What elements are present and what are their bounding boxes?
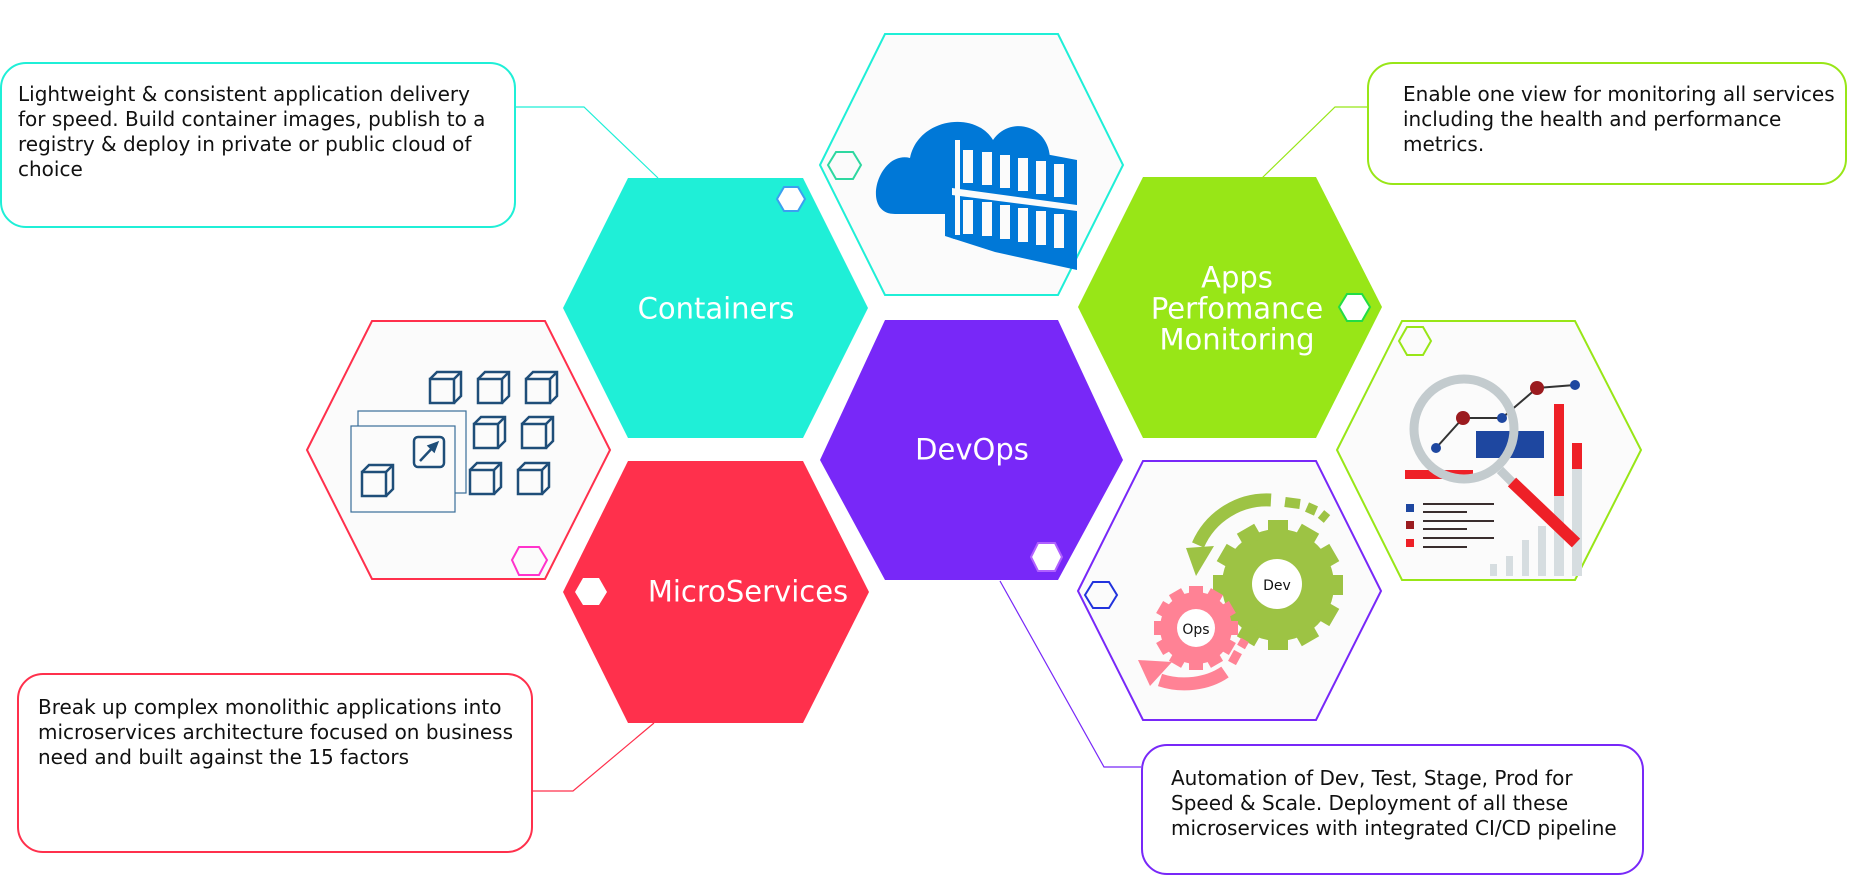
hex-containers[interactable] <box>563 178 868 438</box>
devops-label: DevOps <box>915 432 1029 467</box>
containers-label: Containers <box>637 291 795 326</box>
microservices-label: MicroServices <box>647 574 849 609</box>
hex-microservices[interactable] <box>563 461 869 723</box>
callout-microservices-text: Break up complex monolithic applications… <box>38 695 514 769</box>
small-hex-devops-icon <box>1029 542 1064 572</box>
connector-containers <box>514 106 659 179</box>
hex-apm[interactable] <box>1078 177 1382 438</box>
gear-ops-label: Ops <box>1182 622 1209 638</box>
small-hex-cloud-icon <box>826 151 863 180</box>
small-hex-monitoring-icon <box>1397 326 1433 356</box>
cloud-container-icon <box>875 121 1077 270</box>
analytics-magnifier-icon <box>1405 374 1582 576</box>
small-hex-micro-tile-icon <box>510 546 549 576</box>
callout-microservices: Break up complex monolithic applications… <box>17 673 533 853</box>
apm-label-line-3: Monitoring <box>1159 322 1315 357</box>
callout-devops-text: Automation of Dev, Test, Stage, Prod for… <box>1171 766 1617 840</box>
small-hex-apm-icon <box>1337 293 1372 322</box>
hex-devops[interactable] <box>820 320 1123 580</box>
small-hex-gears-icon <box>1083 581 1119 609</box>
callout-apm-text: Enable one view for monitoring all servi… <box>1403 82 1835 156</box>
apm-label: Apps Perfomance Monitoring <box>1150 260 1324 357</box>
connector-apm <box>1261 106 1368 179</box>
dev-ops-gears-icon: Dev Ops <box>1138 493 1367 691</box>
gear-dev-label: Dev <box>1263 578 1291 594</box>
small-hex-containers-icon <box>775 186 807 212</box>
apm-label-line-1: Apps <box>1201 260 1273 295</box>
callout-containers: Lightweight & consistent application del… <box>0 62 516 228</box>
callout-containers-text: Lightweight & consistent application del… <box>18 82 486 181</box>
callout-devops: Automation of Dev, Test, Stage, Prod for… <box>1141 744 1644 875</box>
callout-apm: Enable one view for monitoring all servi… <box>1367 62 1847 185</box>
connector-devops <box>999 580 1141 768</box>
connector-microservices <box>531 722 655 792</box>
apm-label-line-2: Perfomance <box>1150 291 1324 326</box>
microservices-cubes-icon <box>350 370 559 513</box>
small-hex-microservices-icon <box>575 578 607 605</box>
